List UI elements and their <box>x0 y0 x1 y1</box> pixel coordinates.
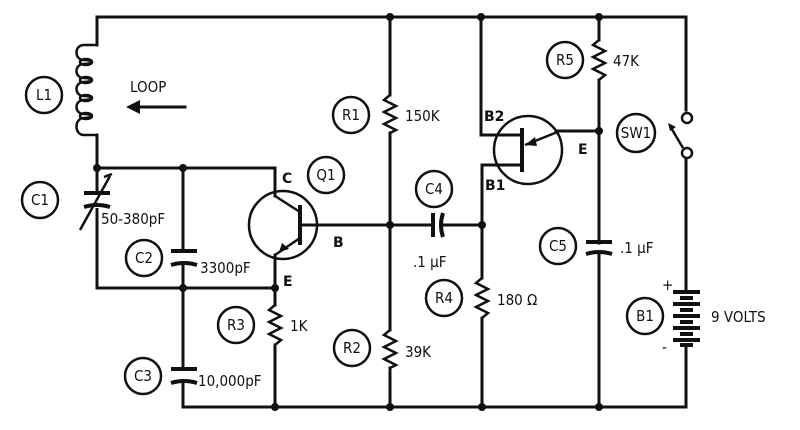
resistor-zigzag-icon <box>381 94 399 135</box>
resistor-r2: R2 39K <box>332 328 432 370</box>
ref-label-c4: C4 <box>425 180 443 198</box>
junction-dot <box>595 127 603 135</box>
capacitor-c1: C1 50-380pF <box>20 172 165 231</box>
value-label-c1: 50-380pF <box>101 210 165 228</box>
junction-dot <box>386 403 394 411</box>
emitter-arrow-icon <box>525 137 537 146</box>
loop-label: LOOP <box>130 78 166 96</box>
ref-circle-b1 <box>625 296 665 336</box>
capacitor-c4: C4 .1 µF <box>413 169 454 271</box>
capacitor-c3: C3 10,000pF <box>123 356 262 396</box>
ref-circle-r2 <box>332 328 372 368</box>
emitter-arrow-icon <box>279 243 289 252</box>
pin-label-base: B <box>333 235 344 251</box>
value-label-r1: 150K <box>405 107 441 125</box>
ref-circle-c1 <box>20 180 60 220</box>
wire-collector-node <box>95 166 277 198</box>
junction-dots <box>93 13 603 411</box>
junction-dot <box>478 403 486 411</box>
wire-q2-b1 <box>480 163 522 280</box>
ref-label-r5: R5 <box>556 51 574 69</box>
ref-circle-r3 <box>216 305 256 345</box>
value-label-c3: 10,000pF <box>198 372 262 390</box>
arrow-left-icon <box>126 100 187 114</box>
capacitor-c2: C2 3300pF <box>124 238 251 278</box>
value-label-r4: 180 Ω <box>497 291 537 309</box>
inductor-l1: L1 LOOP <box>24 43 187 137</box>
ref-label-l1: L1 <box>36 86 52 104</box>
battery-b1: + - B1 9 VOLTS <box>625 276 766 356</box>
value-label-r3: 1K <box>290 317 309 335</box>
ref-circle-r4 <box>424 278 464 318</box>
junction-dot <box>478 221 486 229</box>
value-label-c5: .1 µF <box>620 239 654 257</box>
junction-dot <box>271 284 279 292</box>
transistor-q1: C B E Q1 <box>247 155 346 290</box>
battery-minus-label: - <box>662 338 667 356</box>
pin-label-b1: B1 <box>485 178 505 194</box>
switch-lever-icon[interactable] <box>668 125 685 149</box>
switch-contact-bottom <box>680 146 694 160</box>
ref-circle-r1 <box>331 95 371 135</box>
resistor-zigzag-icon <box>590 39 608 81</box>
switch-sw1[interactable]: SW1 <box>615 111 694 160</box>
ref-circle-r5 <box>545 40 585 80</box>
ref-circle-c3 <box>123 356 163 396</box>
resistor-zigzag-icon <box>381 329 399 370</box>
wire-q2-b2 <box>479 15 522 137</box>
junction-dot <box>93 164 101 172</box>
resistor-zigzag-icon <box>266 304 284 346</box>
ref-label-sw1: SW1 <box>621 124 652 142</box>
junction-dot <box>386 13 394 21</box>
resistor-zigzag-icon <box>473 277 491 319</box>
ref-label-r1: R1 <box>342 106 360 124</box>
junction-dot <box>271 403 279 411</box>
battery-plus-label: + <box>662 276 673 294</box>
ref-label-c5: C5 <box>549 237 567 255</box>
value-label-r2: 39K <box>405 343 432 361</box>
junction-dot <box>477 13 485 21</box>
ref-circle-sw1 <box>615 112 657 154</box>
pin-label-emitter: E <box>283 274 293 290</box>
transistor-ujt: B2 B1 E <box>484 109 588 194</box>
value-label-c4: .1 µF <box>413 253 447 271</box>
switch-contact-top <box>680 111 694 125</box>
pin-label-collector: C <box>282 171 292 187</box>
ref-circle-l1 <box>24 75 64 115</box>
ref-label-c3: C3 <box>134 367 152 385</box>
ref-label-c2: C2 <box>135 249 153 267</box>
wire-c3-bottom <box>181 381 688 409</box>
ref-label-b1: B1 <box>636 307 654 325</box>
value-label-b1: 9 VOLTS <box>711 308 766 326</box>
junction-dot <box>179 284 187 292</box>
junction-dot <box>386 221 394 229</box>
variable-arrow-icon <box>78 172 113 231</box>
resistor-r4: R4 180 Ω <box>424 277 537 319</box>
ref-label-c1: C1 <box>31 191 49 209</box>
resistor-r3: R3 1K <box>216 304 309 346</box>
ref-label-q1: Q1 <box>316 166 335 184</box>
resistor-r5: R5 47K <box>545 39 640 81</box>
ref-circle-c2 <box>124 238 164 278</box>
ref-circle-q1 <box>306 155 346 195</box>
pin-label-emitter: E <box>578 142 588 158</box>
resistor-r1: R1 150K <box>331 94 441 135</box>
junction-dot <box>179 164 187 172</box>
ref-label-r3: R3 <box>227 316 245 334</box>
ref-label-r2: R2 <box>343 339 361 357</box>
capacitor-c5: C5 .1 µF <box>538 226 654 266</box>
ref-circle-c5 <box>538 226 578 266</box>
pin-label-b2: B2 <box>484 109 504 125</box>
value-label-c2: 3300pF <box>200 259 251 277</box>
junction-dot <box>595 13 603 21</box>
value-label-r5: 47K <box>613 52 640 70</box>
ref-label-r4: R4 <box>435 289 453 307</box>
ref-circle-c4 <box>414 169 454 209</box>
junction-dot <box>595 403 603 411</box>
